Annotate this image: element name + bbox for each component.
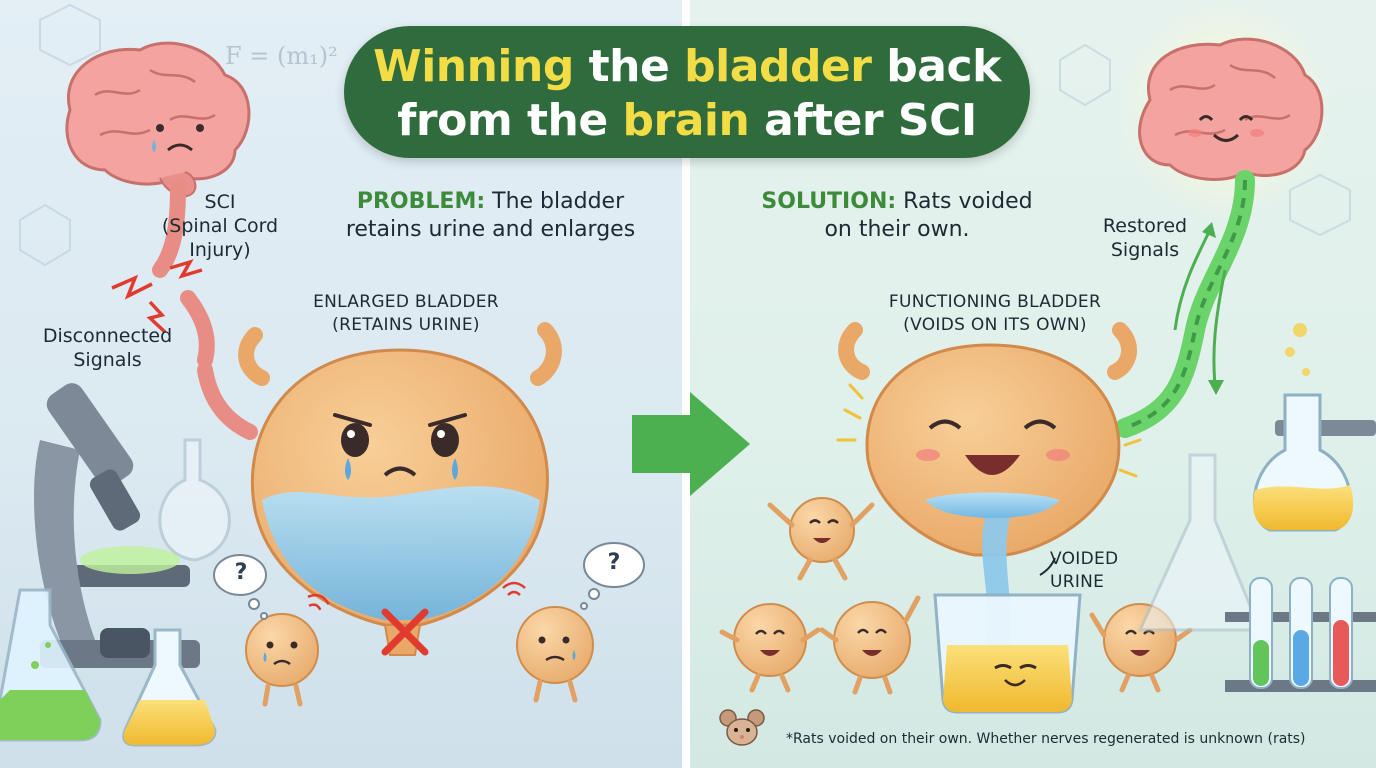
sci-label-line: (Spinal Cord [161, 215, 279, 237]
title-text: the [573, 41, 685, 92]
question-mark: ? [607, 550, 621, 575]
spinal-cord [152, 180, 258, 440]
restored-signals-label: Restored Signals [1090, 214, 1200, 262]
title-line-2: from the brain after SCI [344, 94, 1030, 148]
flask-icon [122, 628, 217, 747]
molecule-decoration [19, 3, 1351, 267]
test-tube-rack-icon [1225, 577, 1376, 692]
title-text: from the [397, 95, 623, 146]
cell-character-icon [719, 603, 821, 693]
sci-label-line: SCI [204, 191, 236, 213]
disconnected-line: Disconnected [42, 325, 173, 347]
sci-label: SCI (Spinal Cord Injury) [150, 190, 290, 262]
problem-text: The bladder [485, 189, 625, 214]
disconnected-line: Signals [73, 349, 142, 371]
title-line-1: Winning the bladder back [344, 40, 1030, 94]
sci-label-line: Injury) [189, 239, 251, 261]
restored-line: Signals [1110, 239, 1180, 261]
voided-urine-label: VOIDED URINE [1050, 548, 1140, 594]
bladder-icon [238, 322, 562, 656]
functioning-bladder-label: FUNCTIONING BLADDER (VOIDS ON ITS OWN) [860, 291, 1130, 337]
voided-line: URINE [1050, 572, 1105, 592]
cell-character-icon [767, 497, 875, 581]
cell-character-icon [819, 595, 921, 695]
solution-statement: SOLUTION: Rats voided on their own. [752, 188, 1042, 244]
flask-icon [1137, 453, 1263, 632]
cell-character-icon [245, 613, 319, 707]
bladder-label-line: (RETAINS URINE) [332, 315, 480, 335]
bladder-icon [836, 322, 1142, 650]
title-highlight: bladder [684, 41, 872, 92]
flask-icon [0, 588, 102, 742]
thought-bubble [213, 554, 268, 620]
panel-divider [682, 0, 690, 768]
flask-icon [1253, 323, 1376, 532]
title-highlight: brain [622, 95, 750, 146]
voided-line: VOIDED [1050, 549, 1119, 569]
solution-text: Rats voided [896, 189, 1033, 214]
thought-bubble [580, 542, 645, 610]
title-highlight: Winning [373, 41, 574, 92]
title-text: back [871, 41, 1001, 92]
restored-signal-cord [1115, 170, 1255, 438]
bladder-label-line: FUNCTIONING BLADDER [888, 292, 1102, 312]
title-text: after SCI [749, 95, 977, 146]
solution-label: SOLUTION: [761, 189, 897, 214]
formula-decoration: F = (m₁)² [225, 42, 338, 70]
restored-line: Restored [1102, 215, 1188, 237]
solution-text: on their own. [824, 217, 970, 242]
sad-brain-icon [65, 41, 251, 198]
happy-brain-icon [1138, 37, 1324, 181]
problem-text: retains urine and enlarges [345, 217, 636, 242]
lightning-icon [111, 259, 203, 334]
enlarged-bladder-label: ENLARGED BLADDER (RETAINS URINE) [286, 291, 526, 337]
bladder-label-line: (VOIDS ON ITS OWN) [903, 315, 1087, 335]
problem-label: PROBLEM: [356, 189, 486, 214]
rat-icon [719, 709, 765, 746]
question-mark: ? [234, 560, 248, 585]
bladder-label-line: ENLARGED BLADDER [313, 292, 499, 312]
flask-icon [158, 438, 231, 562]
cell-character-icon [307, 581, 594, 703]
disconnected-signals-label: Disconnected Signals [20, 324, 195, 372]
footnote: *Rats voided on their own. Whether nerve… [786, 731, 1306, 747]
problem-statement: PROBLEM: The bladder retains urine and e… [318, 188, 663, 244]
right-arrow-icon [632, 392, 750, 496]
title-banner: Winning the bladder back from the brain … [344, 26, 1030, 158]
beaker-icon [933, 557, 1082, 714]
